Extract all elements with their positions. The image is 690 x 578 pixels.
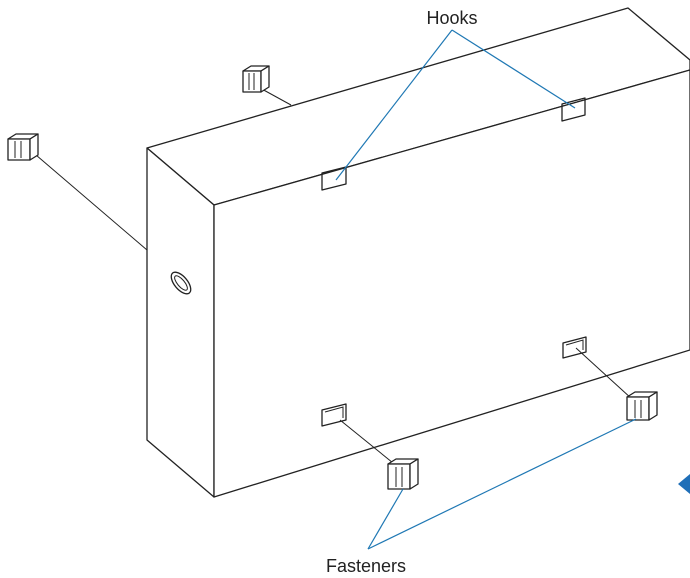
fastener-block-bottom-left [387,458,419,490]
hooks-callout: Hooks [335,8,576,181]
hooks-leader-right [451,29,576,109]
box-front-face [213,69,690,498]
triangle-left-icon[interactable] [678,474,690,494]
fastener-slot-left [321,403,347,427]
hooks-leader-left [335,29,453,181]
hook-right [561,97,586,122]
fastener-line-top [259,87,292,106]
fastener-line-bottom-right [575,347,633,400]
fastener-line-side [35,154,148,251]
handle-hole [170,271,192,295]
fastener-line-bottom-left [339,419,399,468]
hooks-label: Hooks [426,8,477,28]
fasteners-leader-right [367,418,637,550]
fastener-block-bottom-right [626,391,658,421]
fasteners-callout: Fasteners [326,418,637,576]
box-side-face [146,147,215,498]
fastener-block-side [7,133,39,161]
fasteners-label: Fasteners [326,556,406,576]
fastener-block-top [242,65,270,93]
fasteners-leader-left [367,488,404,550]
fastener-slot-right [562,336,587,359]
hook-left [321,166,347,191]
